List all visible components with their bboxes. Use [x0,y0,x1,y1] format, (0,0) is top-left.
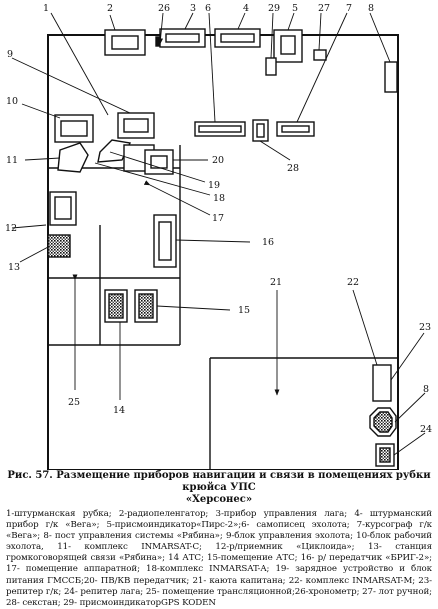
label-4: 4 [243,3,249,14]
leader-18 [94,162,211,196]
label-19: 19 [208,180,220,191]
figure-caption: Рис. 57. Размещение приборов навигации и… [6,470,432,609]
leader-10 [21,103,61,119]
label-27: 27 [318,3,330,14]
leader-28 [259,140,291,161]
ryabina-post-8-lower-core [373,411,393,433]
label-12: 12 [5,223,17,234]
label-13: 13 [8,262,20,273]
leader-7 [296,12,348,123]
leader-8-top [369,12,391,63]
inmarsat-c-11 [57,142,89,173]
gyro-compass-unit-4-inner [220,33,255,43]
ats-14a-core [108,293,124,319]
label-16: 16 [262,237,274,248]
caption-legend: 1-штурманская рубка; 2-радиопеленгатор; … [6,509,432,608]
label-9: 9 [7,49,13,60]
log-control-unit-3-inner [165,33,200,43]
label-8-top: 8 [368,3,374,14]
label-11: 11 [6,155,18,166]
leader-lines [11,12,426,456]
label-22: 22 [347,277,359,288]
leader-16 [175,239,251,243]
leader-5 [287,12,295,31]
leader-24 [393,432,426,456]
leader-4 [237,12,246,30]
leader-11 [24,157,61,161]
label-23: 23 [419,322,431,333]
label-14: 14 [113,405,125,416]
number-labels: 1 2 26 3 6 4 29 5 27 7 8 9 10 11 20 19 1… [5,3,432,435]
leader-6 [208,12,216,123]
leader-19 [109,151,206,183]
gyro-repeater-23 [372,364,392,402]
leader-9 [11,57,131,114]
echo-sounder-unit-10-inner [60,120,88,137]
leader-2 [109,14,116,31]
radio-direction-finder-2-inner [111,35,139,50]
label-29: 29 [268,3,280,14]
gyro-course-recorder-7-inner [281,125,310,133]
label-2: 2 [107,3,113,14]
leader-22 [352,289,378,366]
leader-3 [184,12,194,30]
label-21: 21 [270,277,282,288]
leader-8-bottom [394,392,426,423]
label-1: 1 [43,3,49,14]
leader-17 [143,180,211,216]
mf-hf-transmitter-20-inner [150,155,168,169]
deck-plan: 1 2 26 3 6 4 29 5 27 7 8 9 10 11 20 19 1… [5,3,432,470]
label-28: 28 [287,163,299,174]
chronometer-26 [155,36,160,47]
label-10: 10 [6,96,18,107]
brig-2-transmitter-16-inner [158,221,172,261]
label-7: 7 [346,3,352,14]
leader-26 [158,12,164,45]
leader-1 [50,12,109,116]
leader-23 [390,332,425,381]
label-6: 6 [205,3,211,14]
equipment [47,28,398,467]
label-20: 20 [212,155,224,166]
ryabina-loudspeaker-station-13 [47,234,71,258]
label-26: 26 [158,3,170,14]
log-repeater-24-core [379,447,391,463]
label-25: 25 [68,397,80,408]
leader-13 [19,245,51,263]
echo-sounder-recorder-6-inner [198,125,242,133]
leader-12 [11,224,47,229]
label-5: 5 [292,3,298,14]
ats-14b-core [138,293,154,319]
caption-subtitle: «Херсонес» [185,494,253,505]
ryabina-post-8 [384,61,398,93]
sextant-28-inner [256,123,265,138]
label-8-bottom: 8 [423,384,429,395]
gps-koden-indicator-29 [265,57,277,76]
label-15: 15 [238,305,250,316]
tsikloida-receiver-12-inner [54,196,72,220]
hand-lead-27 [313,49,327,61]
caption-title: Рис. 57. Размещение приборов навигации и… [7,470,431,493]
echo-sounder-control-9-inner [123,118,149,133]
leader-15 [156,305,231,311]
label-3: 3 [190,3,196,14]
leader-29 [270,12,274,59]
label-17: 17 [212,213,224,224]
leader-27 [318,12,322,51]
pirs-indicator-5-inner [280,35,296,55]
label-18: 18 [213,193,225,204]
label-24: 24 [420,424,432,435]
